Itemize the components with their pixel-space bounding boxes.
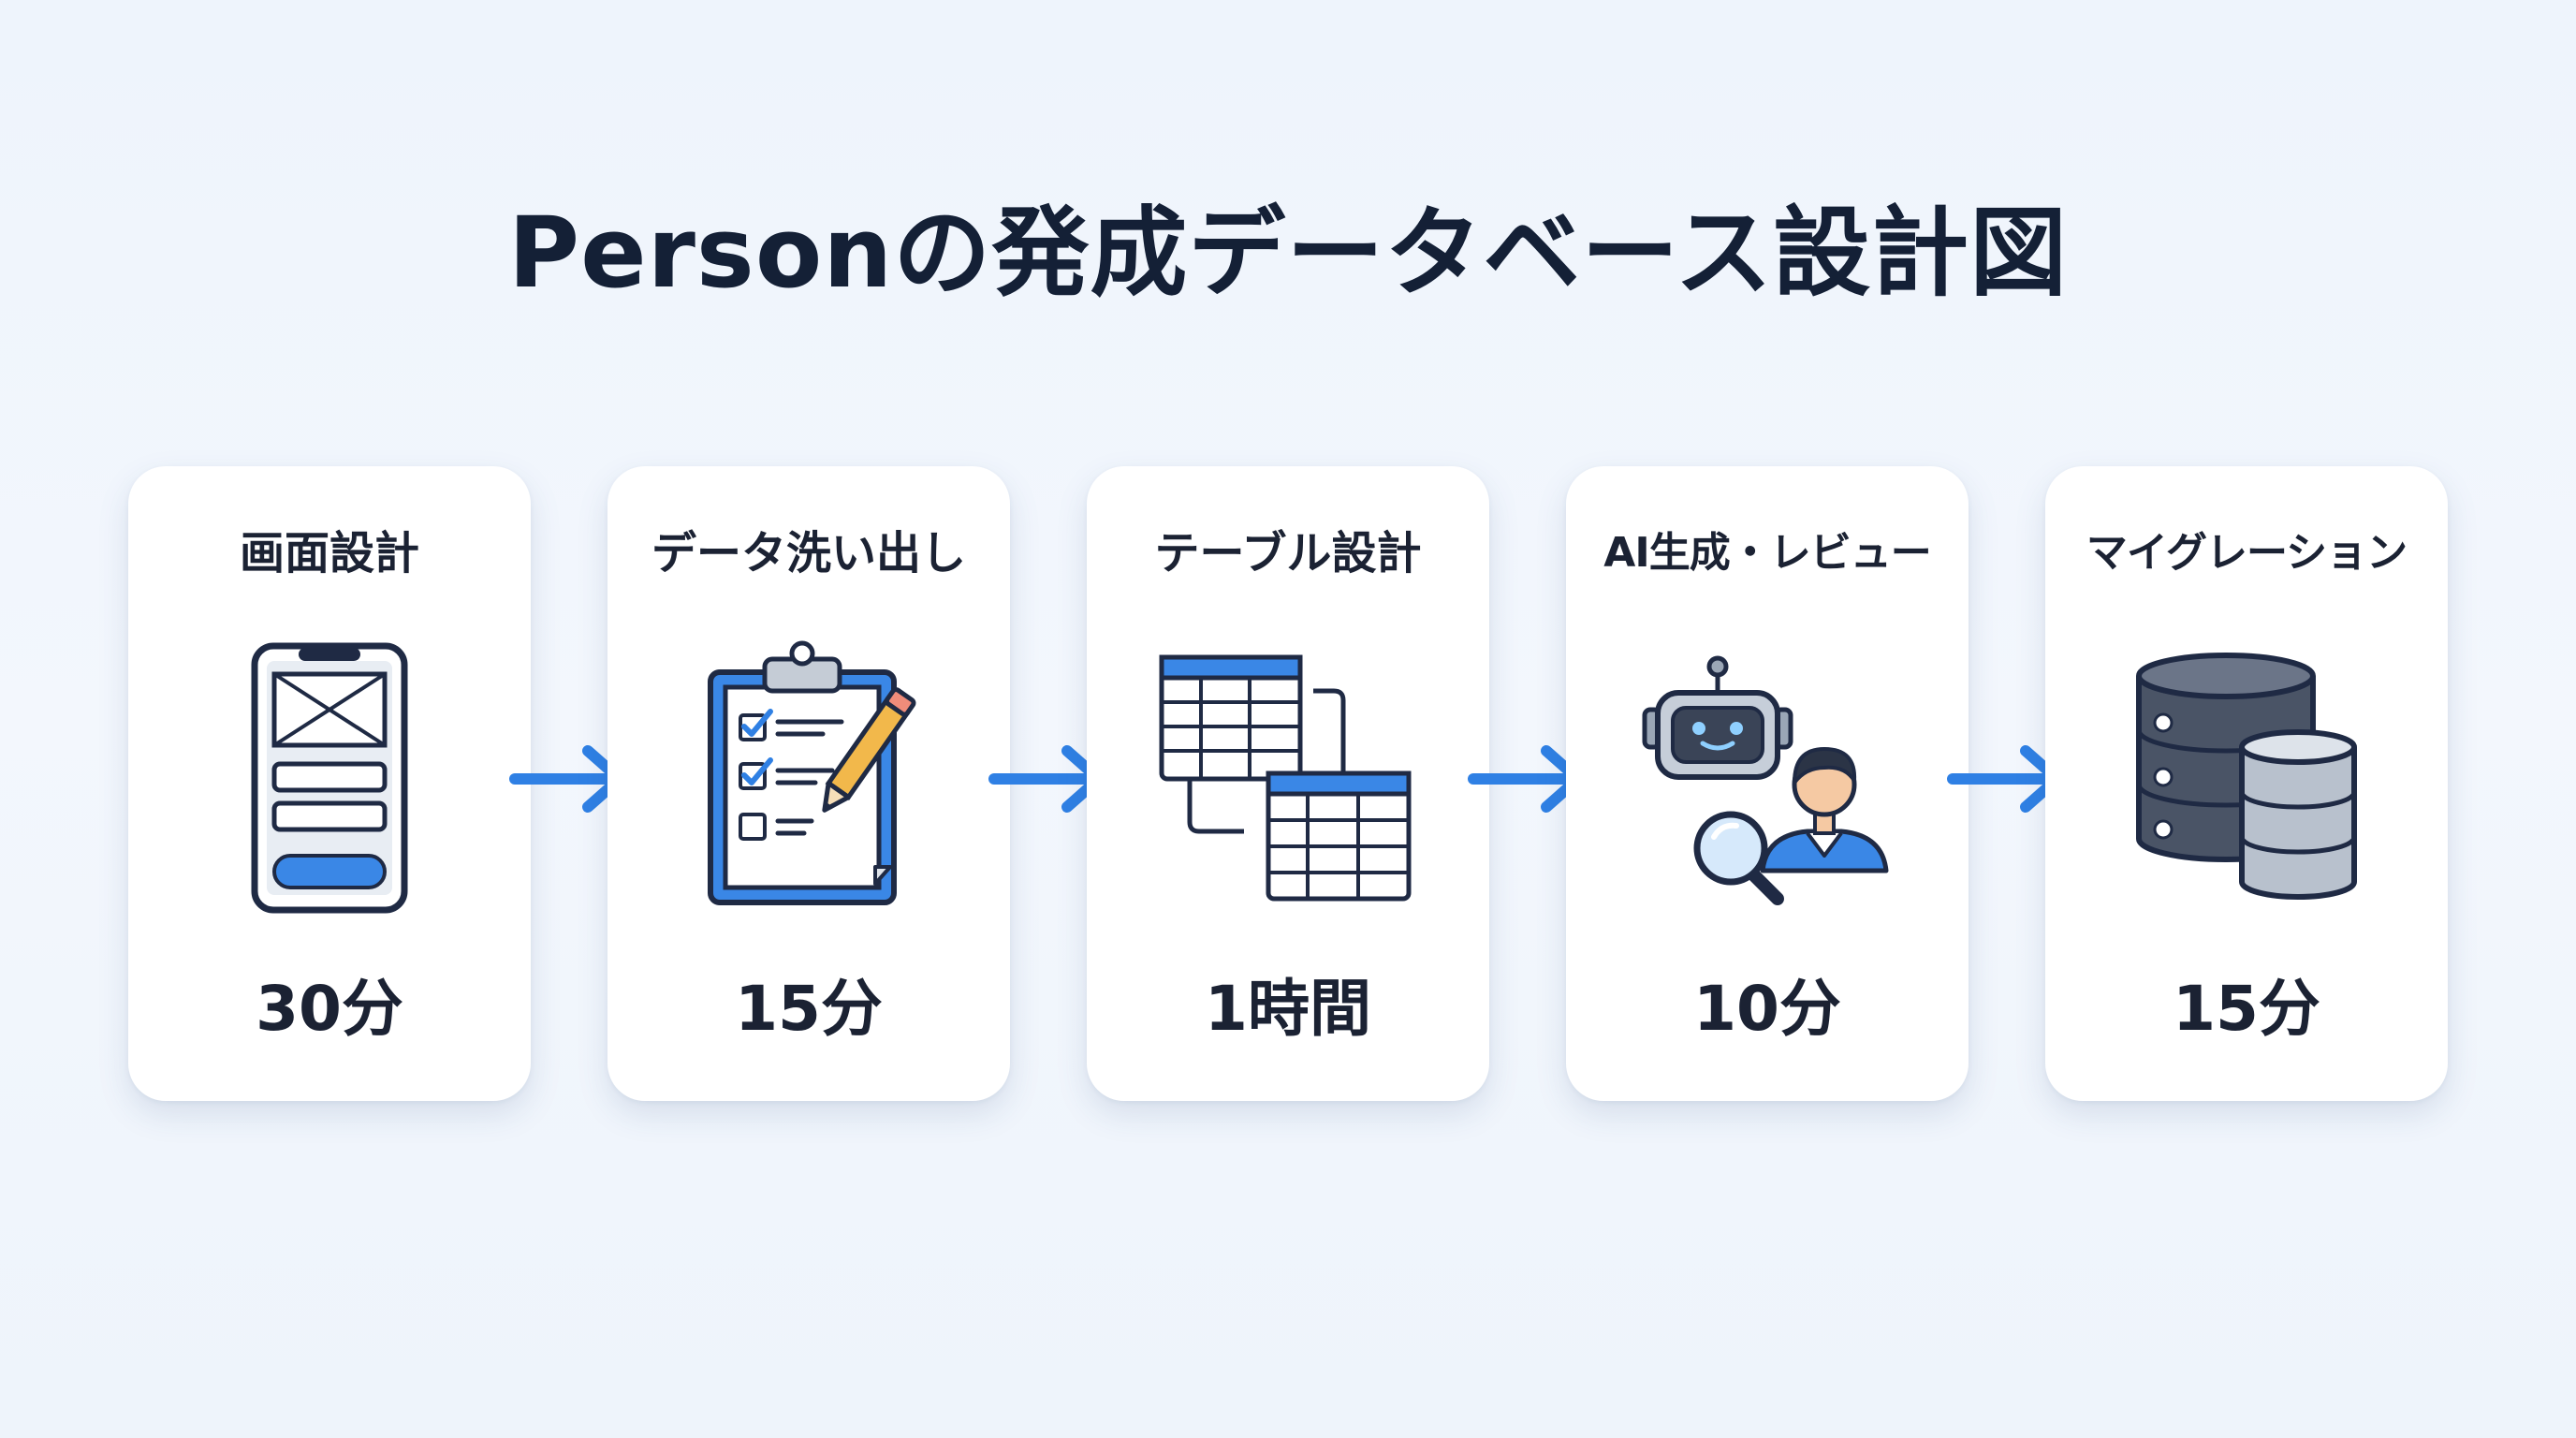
clipboard-checklist-icon <box>708 640 916 905</box>
step-duration: 15分 <box>2173 973 2320 1045</box>
step-card-screen-design: 画面設計 30分 <box>128 466 531 1101</box>
step-label: AI生成・レビュー <box>1603 529 1931 577</box>
robot-reviewer-icon <box>1642 655 1889 905</box>
page-title: Personの発成データベース設計図 <box>507 196 2069 310</box>
database-icon <box>2136 653 2357 900</box>
step-label: テーブル設計 <box>1154 527 1422 580</box>
step-card-ai-review: AI生成・レビュー 10分 <box>1566 466 1969 1101</box>
step-duration: 10分 <box>1693 973 1841 1045</box>
step-card-migration: マイグレーション 15分 <box>2045 466 2448 1101</box>
step-duration: 15分 <box>735 973 883 1045</box>
step-duration: 1時間 <box>1205 973 1371 1045</box>
step-label: マイグレーション <box>2086 529 2408 577</box>
step-card-data-extraction: データ洗い出し 15分 <box>607 466 1010 1101</box>
step-card-table-design: テーブル設計 1時間 <box>1087 466 1489 1101</box>
step-duration: 30分 <box>256 973 403 1045</box>
mobile-wireframe-icon <box>251 642 408 914</box>
step-label: データ洗い出し <box>651 527 966 580</box>
step-label: 画面設計 <box>239 527 419 580</box>
linked-tables-icon <box>1159 654 1412 902</box>
